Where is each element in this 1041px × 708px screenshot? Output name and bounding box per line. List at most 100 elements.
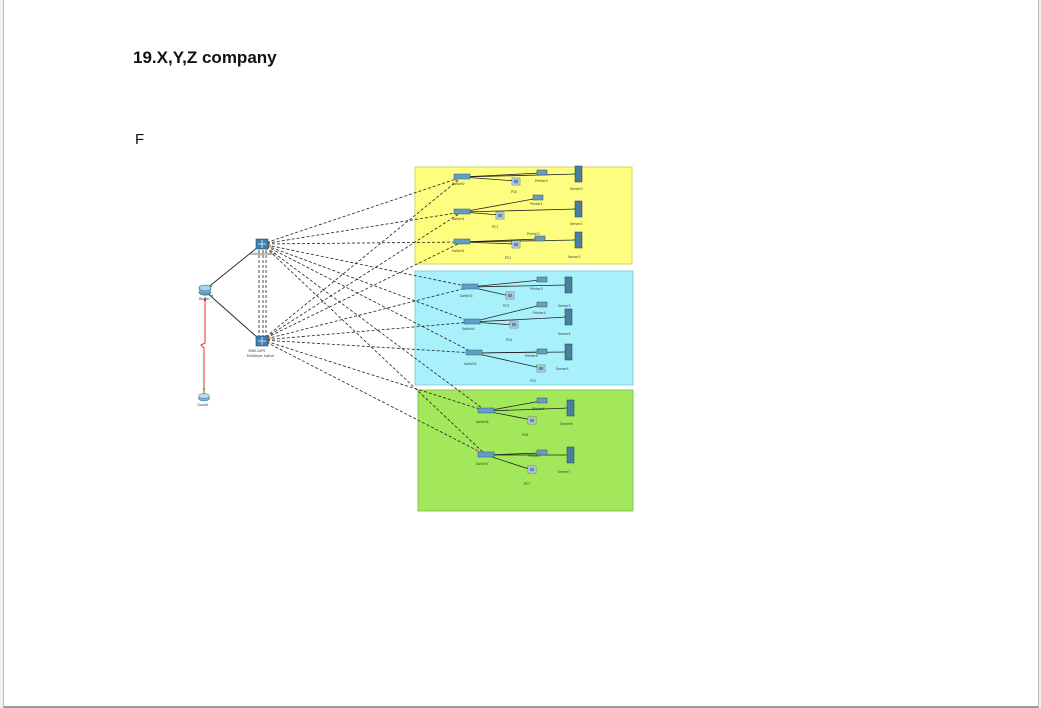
svg-text:Server0: Server0 (570, 187, 582, 191)
trunk-link (261, 339, 475, 354)
svg-text:Printer6: Printer6 (532, 407, 545, 411)
router-icon: Router (198, 284, 212, 301)
server-icon: Server6 (560, 399, 575, 426)
printer-icon: Printer7 (528, 449, 548, 458)
svg-text:Server1: Server1 (570, 222, 582, 226)
svg-text:PC5: PC5 (530, 379, 536, 383)
svg-text:Printer1: Printer1 (530, 202, 543, 206)
pc-icon: PC6 (522, 416, 537, 437)
trunk-link (261, 211, 463, 245)
printer-icon: Printer6 (532, 397, 548, 411)
pc-icon: PC5 (530, 364, 546, 383)
server-icon: Server1 (570, 200, 582, 226)
svg-text:Switch1: Switch1 (452, 217, 465, 221)
svg-text:Switch7: Switch7 (476, 462, 489, 466)
svg-text:Cloud0: Cloud0 (197, 403, 208, 407)
pc-icon: PC1 (492, 211, 505, 229)
document-section-letter: F (135, 131, 145, 148)
svg-text:Switch6: Switch6 (476, 420, 489, 424)
svg-text:Switch3: Switch3 (460, 294, 473, 298)
trunk-link (261, 243, 487, 456)
printer-icon: Printer5 (525, 348, 548, 358)
svg-text:Printer7: Printer7 (528, 454, 541, 458)
switch-icon: Switch4 (462, 318, 481, 331)
trunk-links (258, 176, 487, 456)
trunk-link (261, 176, 463, 245)
trunk-link (261, 211, 463, 341)
svg-text:Router: Router (199, 297, 210, 301)
switch-icon: Switch6 (476, 407, 495, 424)
svg-text:Server7: Server7 (558, 470, 570, 474)
switch-icon: Switch1 (452, 208, 471, 221)
switch-icon: Switch0 (452, 173, 471, 186)
trunk-link (261, 243, 487, 412)
svg-text:Server6: Server6 (560, 422, 572, 426)
printer-icon: Printer4 (533, 301, 548, 315)
pc-icon: PC3 (503, 291, 515, 308)
switch-icon: Switch3 (460, 283, 479, 298)
switch-icon: Switch7 (476, 451, 495, 466)
cloud-icon: Cloud0 (197, 393, 210, 407)
printer-icon: Printer3 (530, 276, 548, 291)
svg-text:Switch4: Switch4 (462, 327, 475, 331)
svg-text:PC3: PC3 (503, 304, 509, 308)
svg-text:Printer3: Printer3 (530, 287, 543, 291)
svg-text:PC2: PC2 (505, 256, 511, 260)
pc-icon: PC2 (505, 240, 521, 260)
server-icon: Server7 (558, 446, 575, 474)
server-icon: Server5 (556, 343, 573, 371)
trunk-link (261, 241, 463, 341)
svg-text:Server4: Server4 (558, 332, 570, 336)
server-icon: Server4 (558, 308, 573, 336)
svg-text:Server3: Server3 (558, 304, 570, 308)
ethernet-link (205, 291, 259, 339)
svg-text:Switch2: Switch2 (452, 249, 465, 253)
svg-text:Switch0: Switch0 (452, 182, 465, 186)
svg-text:PC6: PC6 (522, 433, 528, 437)
printer-icon: Printer1 (530, 194, 544, 206)
printer-icon: Printer0 (535, 169, 548, 183)
trunk-link (261, 243, 471, 288)
access-links (461, 172, 579, 471)
server-icon: Server2 (568, 231, 583, 259)
ethernet-link (205, 246, 259, 290)
svg-text:Printer2: Printer2 (527, 232, 540, 236)
document-title: 19.X,Y,Z company (133, 48, 277, 67)
multilayer-switch-icon: 3560-24PS Multilayer Switch (247, 335, 274, 358)
trunk-link (261, 286, 471, 341)
svg-text:Switch5: Switch5 (464, 362, 477, 366)
server-icon: Server0 (570, 165, 582, 191)
serial-link (200, 297, 206, 395)
switch-icon: Switch2 (452, 238, 471, 253)
switch-icon: Switch5 (464, 349, 483, 366)
svg-text:Server5: Server5 (556, 367, 568, 371)
svg-text:3560-24PS: 3560-24PS (248, 349, 265, 353)
trunk-link (261, 339, 487, 456)
zone-yellow (414, 166, 633, 265)
pc-icon: PC4 (506, 320, 519, 342)
svg-text:Server2: Server2 (568, 255, 580, 259)
svg-text:Printer0: Printer0 (535, 179, 548, 183)
svg-text:PC4: PC4 (506, 338, 512, 342)
trunk-link (261, 243, 473, 323)
svg-text:Printer5: Printer5 (525, 354, 538, 358)
trunk-link (261, 321, 473, 341)
trunk-link (261, 241, 463, 245)
pc-icon: PC7 (524, 465, 537, 486)
server-icon: Server3 (558, 276, 573, 308)
zone-cyan (414, 270, 634, 386)
svg-text:Printer4: Printer4 (533, 311, 546, 315)
router-links (205, 246, 259, 339)
svg-text:PC0: PC0 (511, 190, 517, 194)
trunk-link (261, 176, 463, 341)
trunk-link (261, 339, 487, 412)
multilayer-switch-icon: MultilayerSwitch (250, 238, 276, 256)
svg-text:Multilayer Switch: Multilayer Switch (247, 354, 274, 358)
printer-icon: Printer2 (527, 232, 546, 242)
svg-text:PC7: PC7 (524, 482, 530, 486)
svg-text:MultilayerSwitch: MultilayerSwitch (250, 252, 276, 256)
zone-green (417, 389, 634, 512)
svg-text:PC1: PC1 (492, 225, 498, 229)
pc-icon: PC0 (511, 177, 521, 194)
